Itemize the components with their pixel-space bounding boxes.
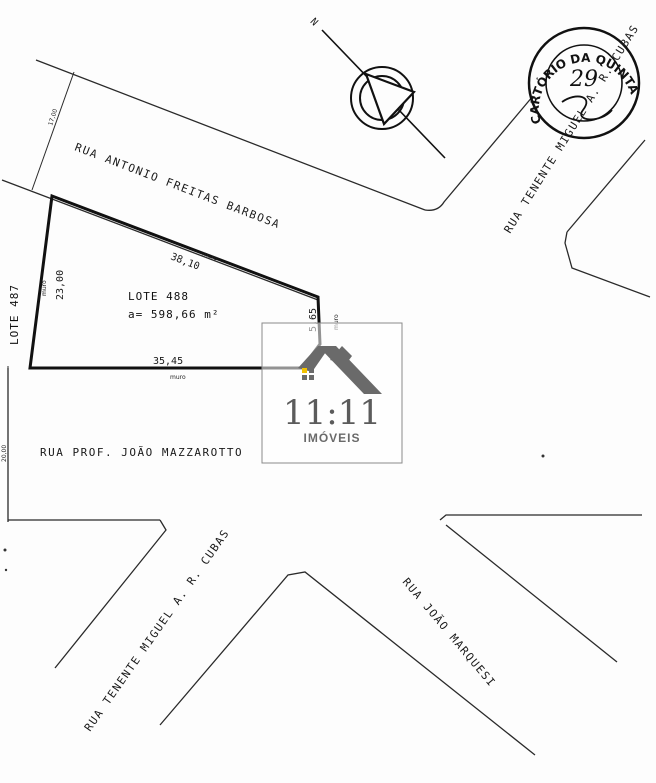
watermark-roof-left — [298, 346, 330, 372]
seal-text: CARTÓRIO DA QUINTA VARA CÍVEL — [0, 0, 642, 125]
street-edge — [439, 514, 642, 521]
watermark-digits: 11:11 — [283, 393, 381, 433]
compass-ring — [350, 66, 414, 130]
notary-seal: CARTÓRIO DA QUINTA VARA CÍVEL 29 — [0, 0, 642, 140]
street-edge — [35, 59, 426, 211]
street-edge — [1, 179, 319, 301]
wall-label-bottom: muro — [170, 374, 186, 381]
width-line-top — [31, 71, 75, 191]
north-label: N — [308, 16, 320, 28]
seal-outer-ring — [527, 26, 641, 140]
street-label-antonio: RUA ANTONIO FREITAS BARBOSA — [73, 141, 282, 232]
wall-label-right: muro — [333, 314, 340, 330]
wall-label-top: muro — [201, 250, 218, 262]
watermark-window — [302, 368, 307, 373]
north-arrow: N — [308, 16, 446, 159]
dim-bottom: 35,45 — [153, 356, 183, 367]
dim-top: 38,10 — [169, 252, 201, 273]
watermark: 11:11 IMÓVEIS — [261, 322, 403, 464]
speck — [3, 548, 7, 552]
watermark-window — [302, 375, 307, 380]
dim-left: 23,00 — [55, 270, 66, 300]
watermark-brand: IMÓVEIS — [303, 430, 360, 445]
watermark-roof-mid — [330, 346, 352, 364]
street-label-marquesi: RUA JOÃO MARQUESI — [400, 576, 499, 690]
street-edge — [445, 524, 618, 663]
dim-right: 5,65 — [308, 308, 319, 332]
lot-area: a= 598,66 m² — [128, 308, 219, 321]
signature — [561, 95, 613, 121]
compass-arrow — [364, 72, 416, 127]
street-label-mazzarotto: RUA PROF. JOÃO MAZZAROTTO — [40, 446, 243, 459]
speck — [541, 454, 545, 458]
watermark-window — [309, 375, 314, 380]
street-edge — [564, 231, 651, 298]
street-edge — [159, 571, 536, 756]
dim-street-left: 20,00 — [1, 445, 8, 462]
neighbor-lot-label: LOTE 487 — [8, 284, 21, 345]
speck — [4, 568, 8, 572]
wall-label-left: muro — [41, 280, 48, 296]
street-edge — [54, 519, 167, 669]
street-label-tenente-bottom: RUA TENENTE MIGUEL A. R. CUBAS — [82, 527, 232, 734]
watermark-window — [309, 368, 314, 373]
dimension-lines — [7, 71, 75, 520]
lot-name: LOTE 488 — [128, 290, 189, 303]
seal-inner-ring — [545, 44, 623, 122]
seal-number: 29 — [569, 67, 598, 92]
street-edge — [566, 139, 646, 233]
street-edge — [424, 95, 534, 211]
